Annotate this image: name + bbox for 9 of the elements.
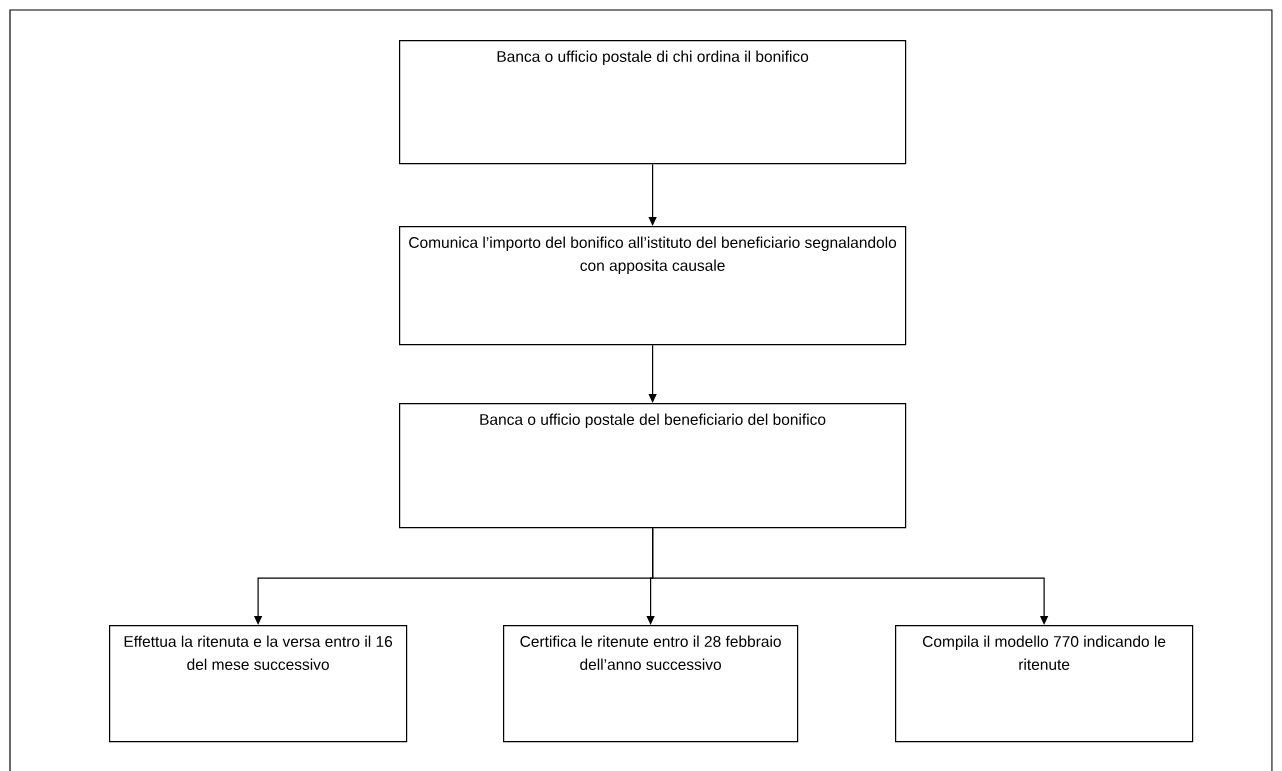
process-box: Compila il modello 770 indicando le ritenute [895,625,1194,743]
arrow [652,527,1049,625]
process-box: Banca o ufficio postale di chi ordina il bonifico [399,40,907,165]
process-box: Comunica l’importo del bonifico all’istituto del beneficiario segnalandolo con apposita causale [399,226,907,346]
arrow [648,163,657,226]
process-box: Effettua la ritenuta e la versa entro il 16 del mese successivo [109,625,408,743]
arrow [648,344,657,403]
process-box: Banca o ufficio postale del beneficiario del bonifico [399,403,907,529]
process-box: Certifica le ritenute entro il 28 febbraio dell’anno successivo [503,625,799,743]
